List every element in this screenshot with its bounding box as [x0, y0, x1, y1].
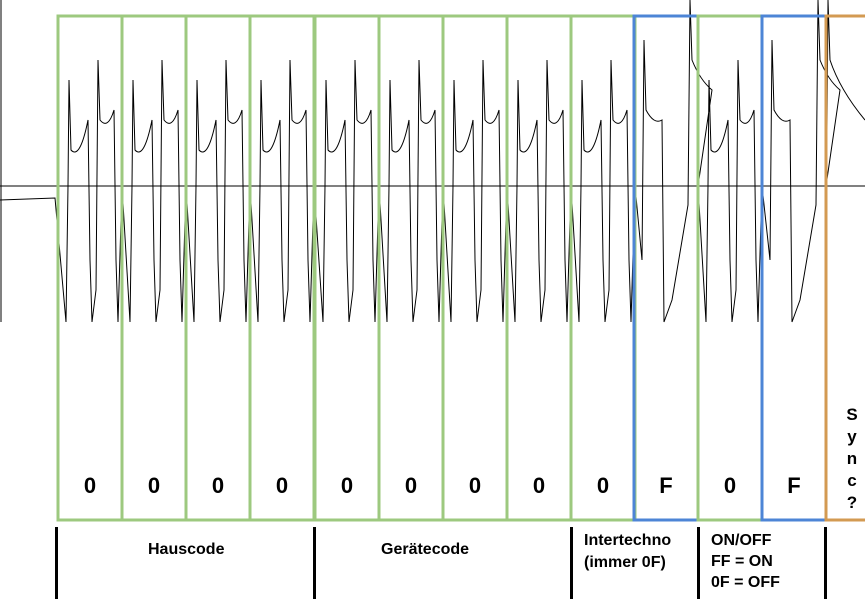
bit-value-label: 0: [468, 473, 482, 498]
sync-char: ?: [846, 493, 858, 512]
bit-value-label: 0: [404, 473, 418, 498]
sync-label: S y n c ?: [840, 404, 864, 514]
bit-value-label: 0: [532, 473, 546, 498]
sync-char: c: [847, 471, 857, 490]
bit-value-label: F: [787, 473, 801, 498]
bit-value-label: 0: [596, 473, 610, 498]
group-divider: [313, 527, 316, 599]
signal-waveform: [0, 0, 865, 323]
group-label-hauscode: Hauscode: [148, 541, 225, 558]
bit-value-label: 0: [147, 473, 161, 498]
group-label-onoff: ON/OFF FF = ON 0F = OFF: [711, 532, 780, 591]
bit-value-label: 0: [275, 473, 289, 498]
bit-value-label: 0: [340, 473, 354, 498]
group-divider: [697, 527, 700, 599]
group-divider: [570, 527, 573, 599]
group-divider: [55, 527, 58, 599]
bit-value-label: F: [659, 473, 673, 498]
sync-box: [824, 14, 865, 522]
bit-value-label: 0: [83, 473, 97, 498]
sync-char: n: [846, 449, 858, 468]
group-label-intertechno: Intertechno (immer 0F): [584, 532, 672, 571]
sync-char: y: [847, 427, 857, 446]
group-label-geraetecode: Gerätecode: [381, 541, 470, 558]
bit-value-label: 0: [723, 473, 737, 498]
bit-boxes: [56, 14, 865, 522]
sync-char: S: [846, 405, 858, 424]
group-divider: [824, 527, 827, 599]
bit-value-label: 0: [211, 473, 225, 498]
